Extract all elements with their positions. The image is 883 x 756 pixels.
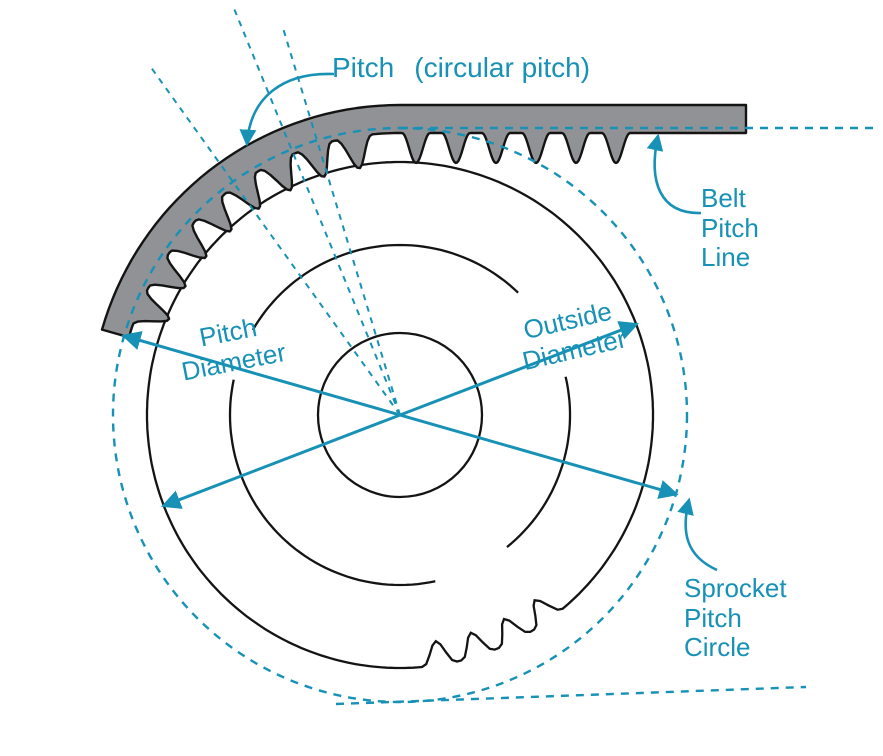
belt-pitch-line-label-line1: Belt: [701, 183, 746, 213]
pitch-angle-line-3: [282, 27, 401, 416]
timing-belt-shape: [100, 103, 748, 339]
pitch-diameter-arrow: [121, 331, 679, 499]
pitch-label: Pitch (circular pitch): [332, 52, 590, 84]
sprocket-pitch-circle-label-line3: Circle: [684, 632, 751, 663]
sprocket-pitch-circle-label: Sprocket Pitch Circle: [684, 573, 787, 663]
belt-pitch-line-label: Belt Pitch Line: [701, 183, 759, 273]
sprocket-pitch-circle-callout-arrow: [677, 497, 718, 572]
belt-pitch-line-label-line2: Pitch: [701, 212, 759, 243]
pitch-label-paren: (circular pitch): [414, 52, 591, 83]
sprocket-pitch-circle-label-line2: Pitch: [684, 602, 742, 633]
pitch-callout-arrow: [239, 72, 335, 147]
belt-pitch-line-callout-arrow: [646, 133, 702, 215]
pitch-label-word: Pitch: [332, 52, 395, 83]
belt-pitch-line-bottom-dashed: [335, 685, 807, 706]
belt-pitch-line-label-line3: Line: [701, 242, 751, 273]
sprocket-pitch-circle-label-line1: Sprocket: [684, 573, 787, 603]
